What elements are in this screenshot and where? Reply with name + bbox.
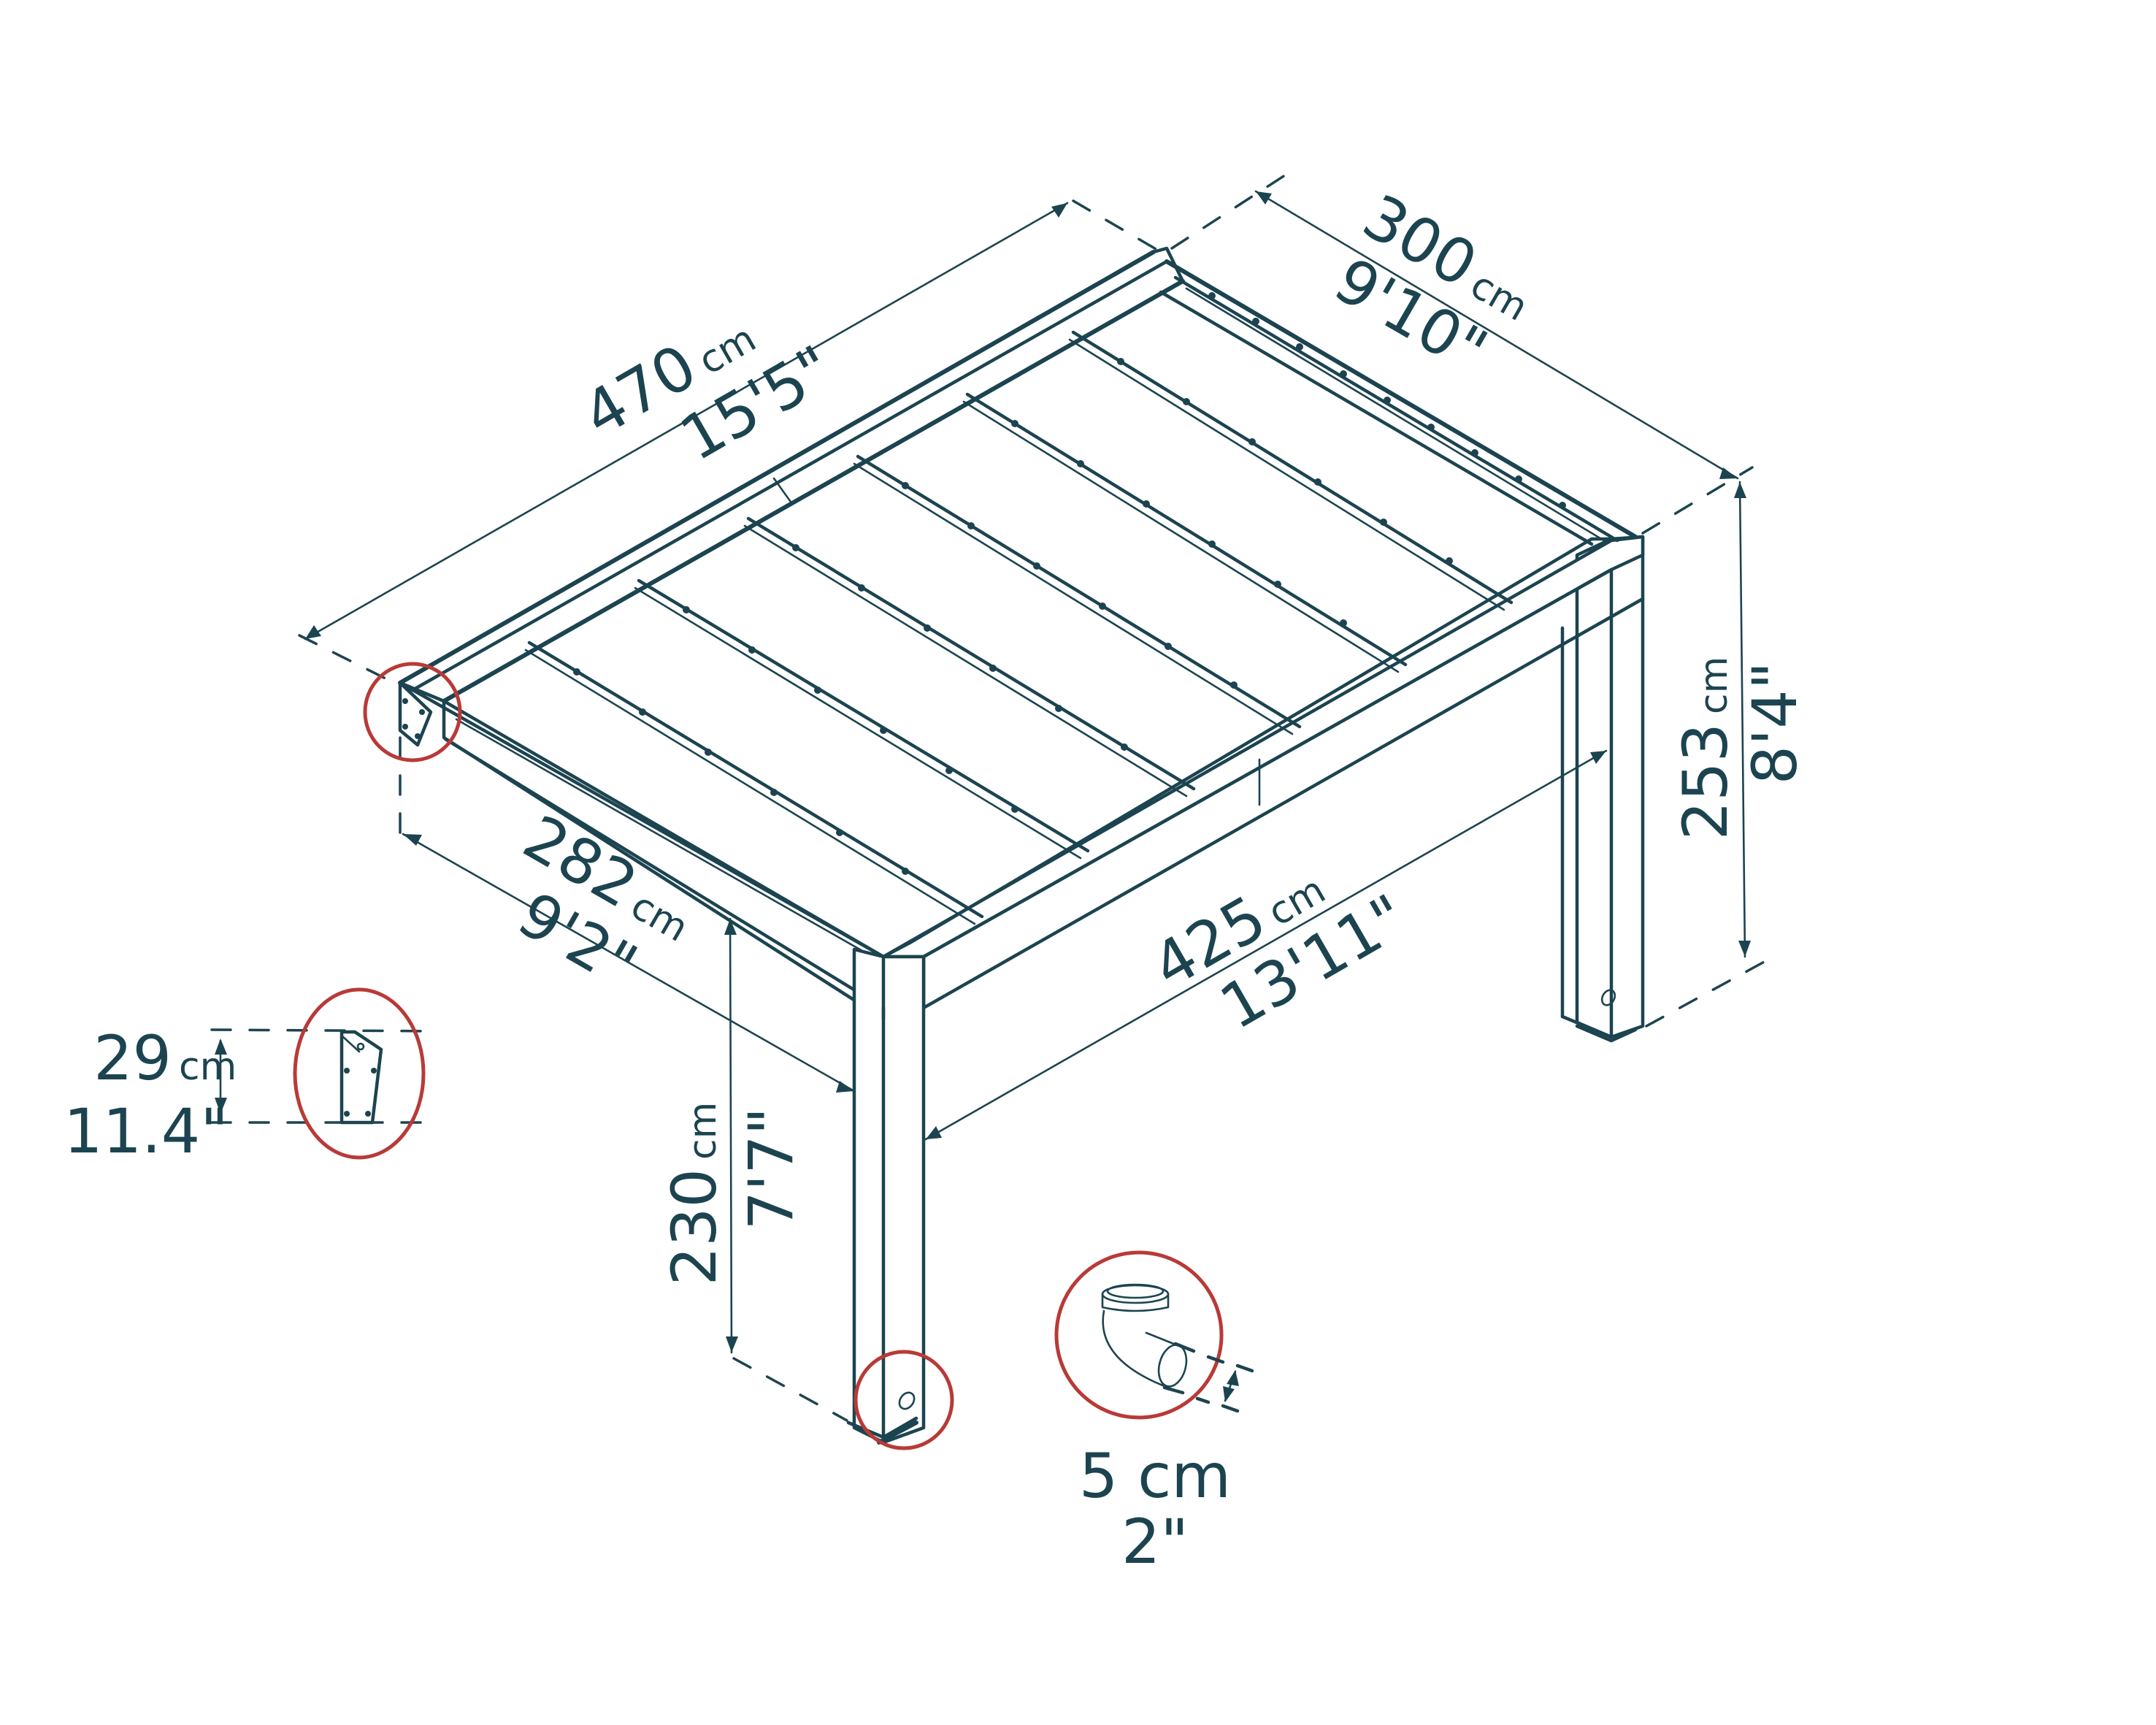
pergola-structure [398,246,1645,1445]
label-425: 425 cm 13'11" [1140,868,1419,1044]
rafter-6 [1068,330,1514,611]
bracket-height-cm-value: 29 [93,1022,172,1094]
bracket-plate-icon [339,1030,383,1125]
rafter-3 [743,516,1196,798]
clearance-height-imperial: 7'7" [735,1107,807,1231]
rafter-2 [634,578,1090,860]
label-230: 230 cm 7'7" [659,1102,807,1286]
corner-highlight-circle [363,662,462,762]
elbow-pipe-icon [1101,1283,1188,1388]
downpipe-cm: 5 cm [1079,1440,1231,1512]
bracket-highlight-circle [293,987,426,1160]
downpipe-imperial: 2" [1121,1506,1189,1577]
overall-height-imperial: 8'4" [1739,662,1811,785]
dimension-lines [298,174,1768,1422]
bracket-height-imperial: 11.4" [64,1095,229,1167]
front-post [846,947,926,1445]
bracket-detail: 29 cm 11.4" [64,987,440,1167]
gutter-beam [1159,259,1638,546]
label-470: 470 cm 15'5" [571,317,845,475]
label-300: 300 cm 9'10" [1323,180,1535,387]
roof-rafters [524,330,1514,925]
right-post [1560,535,1645,1043]
downpipe-highlight-circle [1054,1250,1224,1420]
rafter-5 [962,392,1408,673]
clearance-height-cm-value: 230 [659,1169,730,1285]
back-long-beam [398,246,1185,703]
gutter-rivets [1208,292,1566,509]
rafter-4 [853,454,1302,735]
bracket-height-cm-unit: cm [179,1045,237,1089]
overall-height-cm-value: 253 [1670,723,1741,840]
overall-height-cm-unit: cm [1692,657,1736,714]
post-base-highlight-circle [853,1350,954,1450]
downpipe-detail: 5 cm 2" [1054,1250,1254,1577]
label-253: 253 cm 8'4" [1670,657,1811,841]
corner-bracket [398,681,433,747]
clearance-height-cm-unit: cm [681,1102,725,1160]
rafter-rivets [573,358,1453,875]
